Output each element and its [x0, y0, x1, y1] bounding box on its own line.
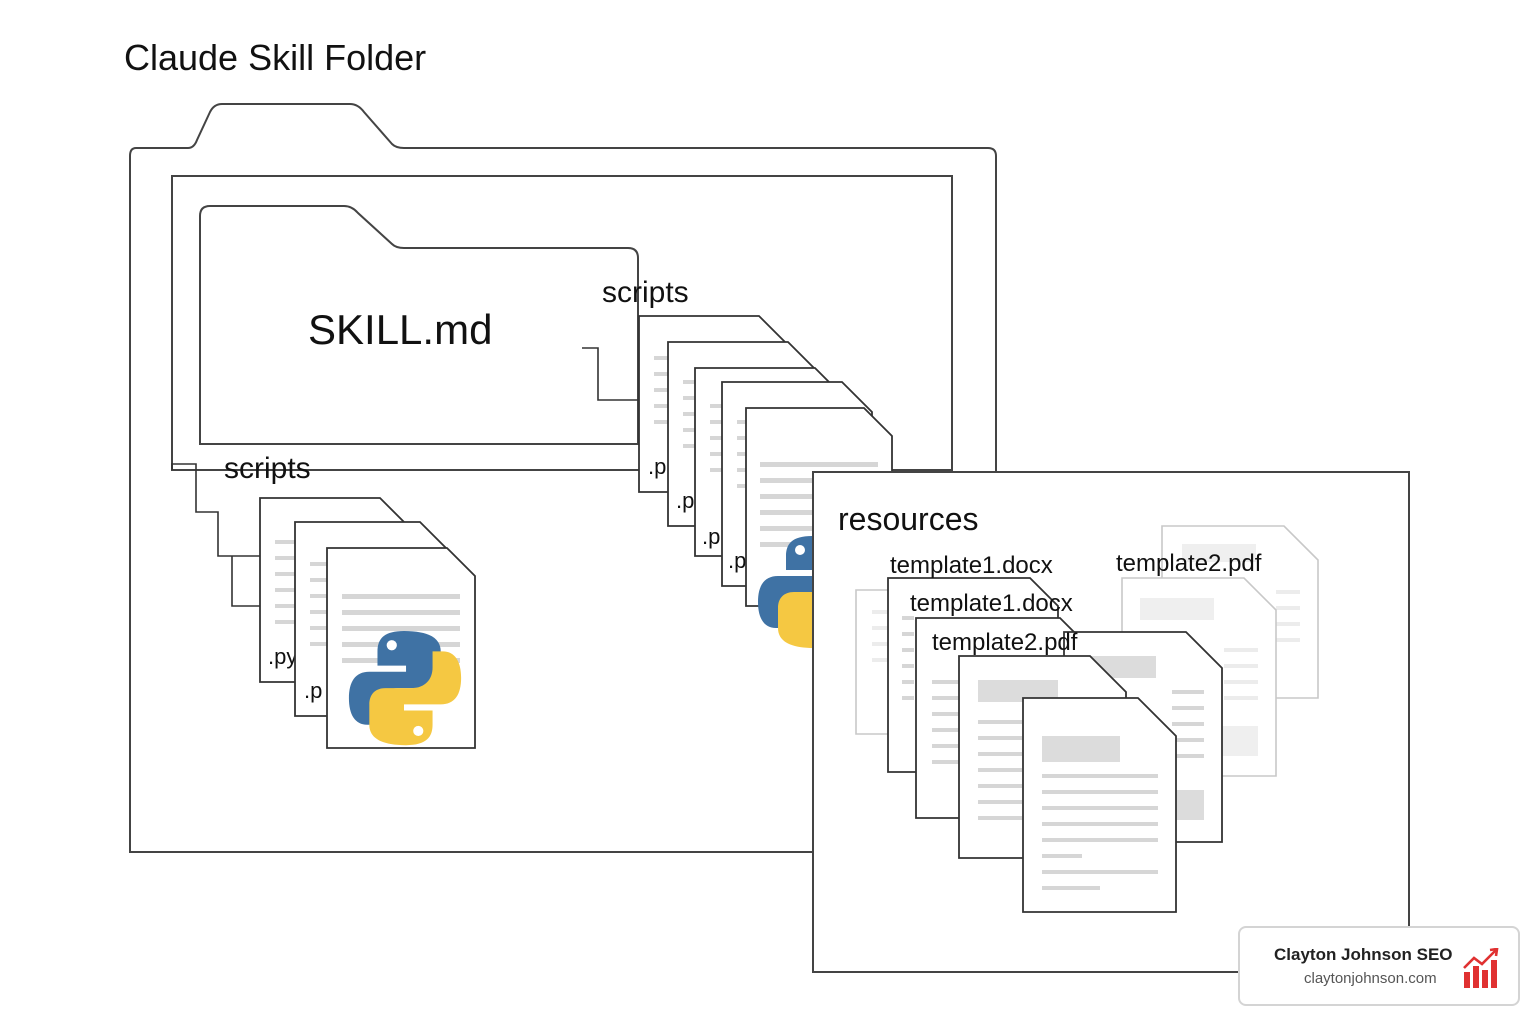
brand-name: Clayton Johnson SEO: [1274, 945, 1453, 964]
scripts-label-left: scripts: [224, 452, 311, 485]
brand-badge[interactable]: Clayton Johnson SEO claytonjohnson.com: [1238, 926, 1520, 1006]
diagram-title: Claude Skill Folder: [124, 37, 426, 78]
right-file-ext-3: .p: [702, 524, 720, 549]
right-file-ext-4: .p: [728, 548, 746, 573]
resource-file-label-4: template2.pdf: [1116, 550, 1262, 577]
skill-to-scripts-connector: [582, 347, 640, 401]
scripts-label-right: scripts: [602, 276, 689, 309]
resources-label: resources: [838, 501, 979, 537]
left-file-ext-1: .py: [268, 644, 297, 669]
brand-url: claytonjohnson.com: [1304, 970, 1437, 987]
skill-md-folder: [199, 205, 639, 445]
left-tree-connector: [171, 463, 260, 557]
skill-md-label: SKILL.md: [308, 306, 492, 353]
left-tree-connector-2: [231, 556, 260, 607]
resource-file-label-3: template2.pdf: [932, 629, 1078, 656]
left-file-ext-2: .p: [304, 678, 322, 703]
resource-file-label-1: template1.docx: [890, 552, 1053, 579]
left-script-file-front: [326, 547, 476, 749]
resource-file-label-2: template1.docx: [910, 590, 1073, 617]
bar-chart-trend-icon: [1463, 948, 1499, 988]
resource-doc-front: [1022, 697, 1177, 913]
right-file-ext-2: .p: [676, 488, 694, 513]
right-file-ext-1: .p: [648, 454, 666, 479]
